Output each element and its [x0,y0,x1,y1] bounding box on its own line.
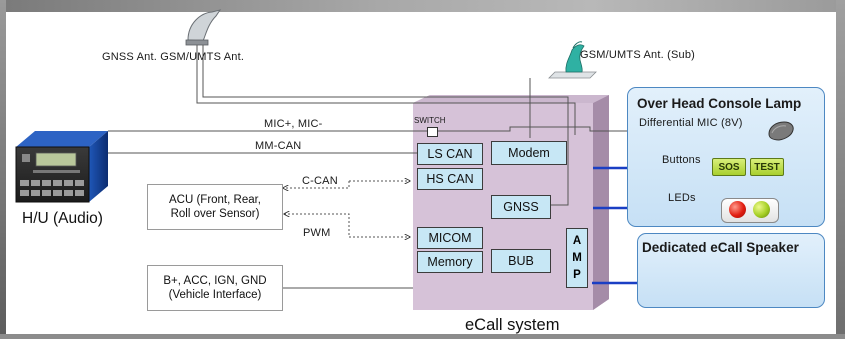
frame-right [836,0,845,339]
console-lamp-title: Over Head Console Lamp [637,96,802,111]
amp-letter-a: A [572,235,582,248]
acu-label-line1: ACU (Front, Rear, [168,193,262,206]
buttons-label: Buttons [662,154,701,166]
frame-left [0,0,6,339]
mic-console-wire [433,126,768,132]
test-button[interactable]: TEST [750,158,784,176]
main-antenna-label: GNSS Ant. GSM/UMTS Ant. [102,51,245,63]
main-antenna-icon [185,9,222,46]
microphone-icon [768,121,794,141]
acu-label-line2: Roll over Sensor) [170,208,260,220]
antenna-wires [196,45,576,206]
ls-can-module: LS CAN [417,143,483,165]
sos-button[interactable]: SOS [712,158,746,176]
head-unit-icon [15,131,108,203]
frame-bottom [0,334,845,339]
head-unit-label: H/U (Audio) [22,210,103,227]
vehicle-label-line1: B+, ACC, IGN, GND [163,274,267,287]
acu-box: ACU (Front, Rear, Roll over Sensor) [147,184,283,230]
leds-label: LEDs [668,192,696,204]
red-led-icon [729,201,746,218]
memory-module: Memory [417,251,483,273]
frame-top [0,0,845,12]
hs-can-module: HS CAN [417,168,483,190]
gnss-module: GNSS [491,195,551,219]
vehicle-interface-box: B+, ACC, IGN, GND (Vehicle Interface) [147,265,283,311]
differential-mic-label: Differential MIC (8V) [639,117,743,129]
amp-letter-m: M [572,251,582,264]
amp-module: A M P [566,228,588,288]
pwm-label: PWM [303,227,331,239]
vehicle-label-line2: (Vehicle Interface) [168,289,262,301]
switch-label: SWITCH [414,116,446,125]
mm-can-label: MM-CAN [255,140,302,152]
speaker-panel [637,233,825,308]
c-can-label: C-CAN [302,175,338,187]
sub-antenna-label: GSM/UMTS Ant. (Sub) [580,49,696,61]
pwm-wire [284,214,410,237]
sub-antenna-icon [548,41,597,79]
bub-module: BUB [491,249,551,273]
amp-letter-p: P [573,268,581,281]
micom-module: MICOM [417,227,483,249]
ecall-system-caption: eCall system [465,316,560,334]
mic-label: MIC+, MIC- [264,118,323,130]
speaker-panel-title: Dedicated eCall Speaker [642,240,799,255]
switch-icon [427,127,438,137]
green-led-icon [753,201,770,218]
modem-module: Modem [491,141,567,165]
